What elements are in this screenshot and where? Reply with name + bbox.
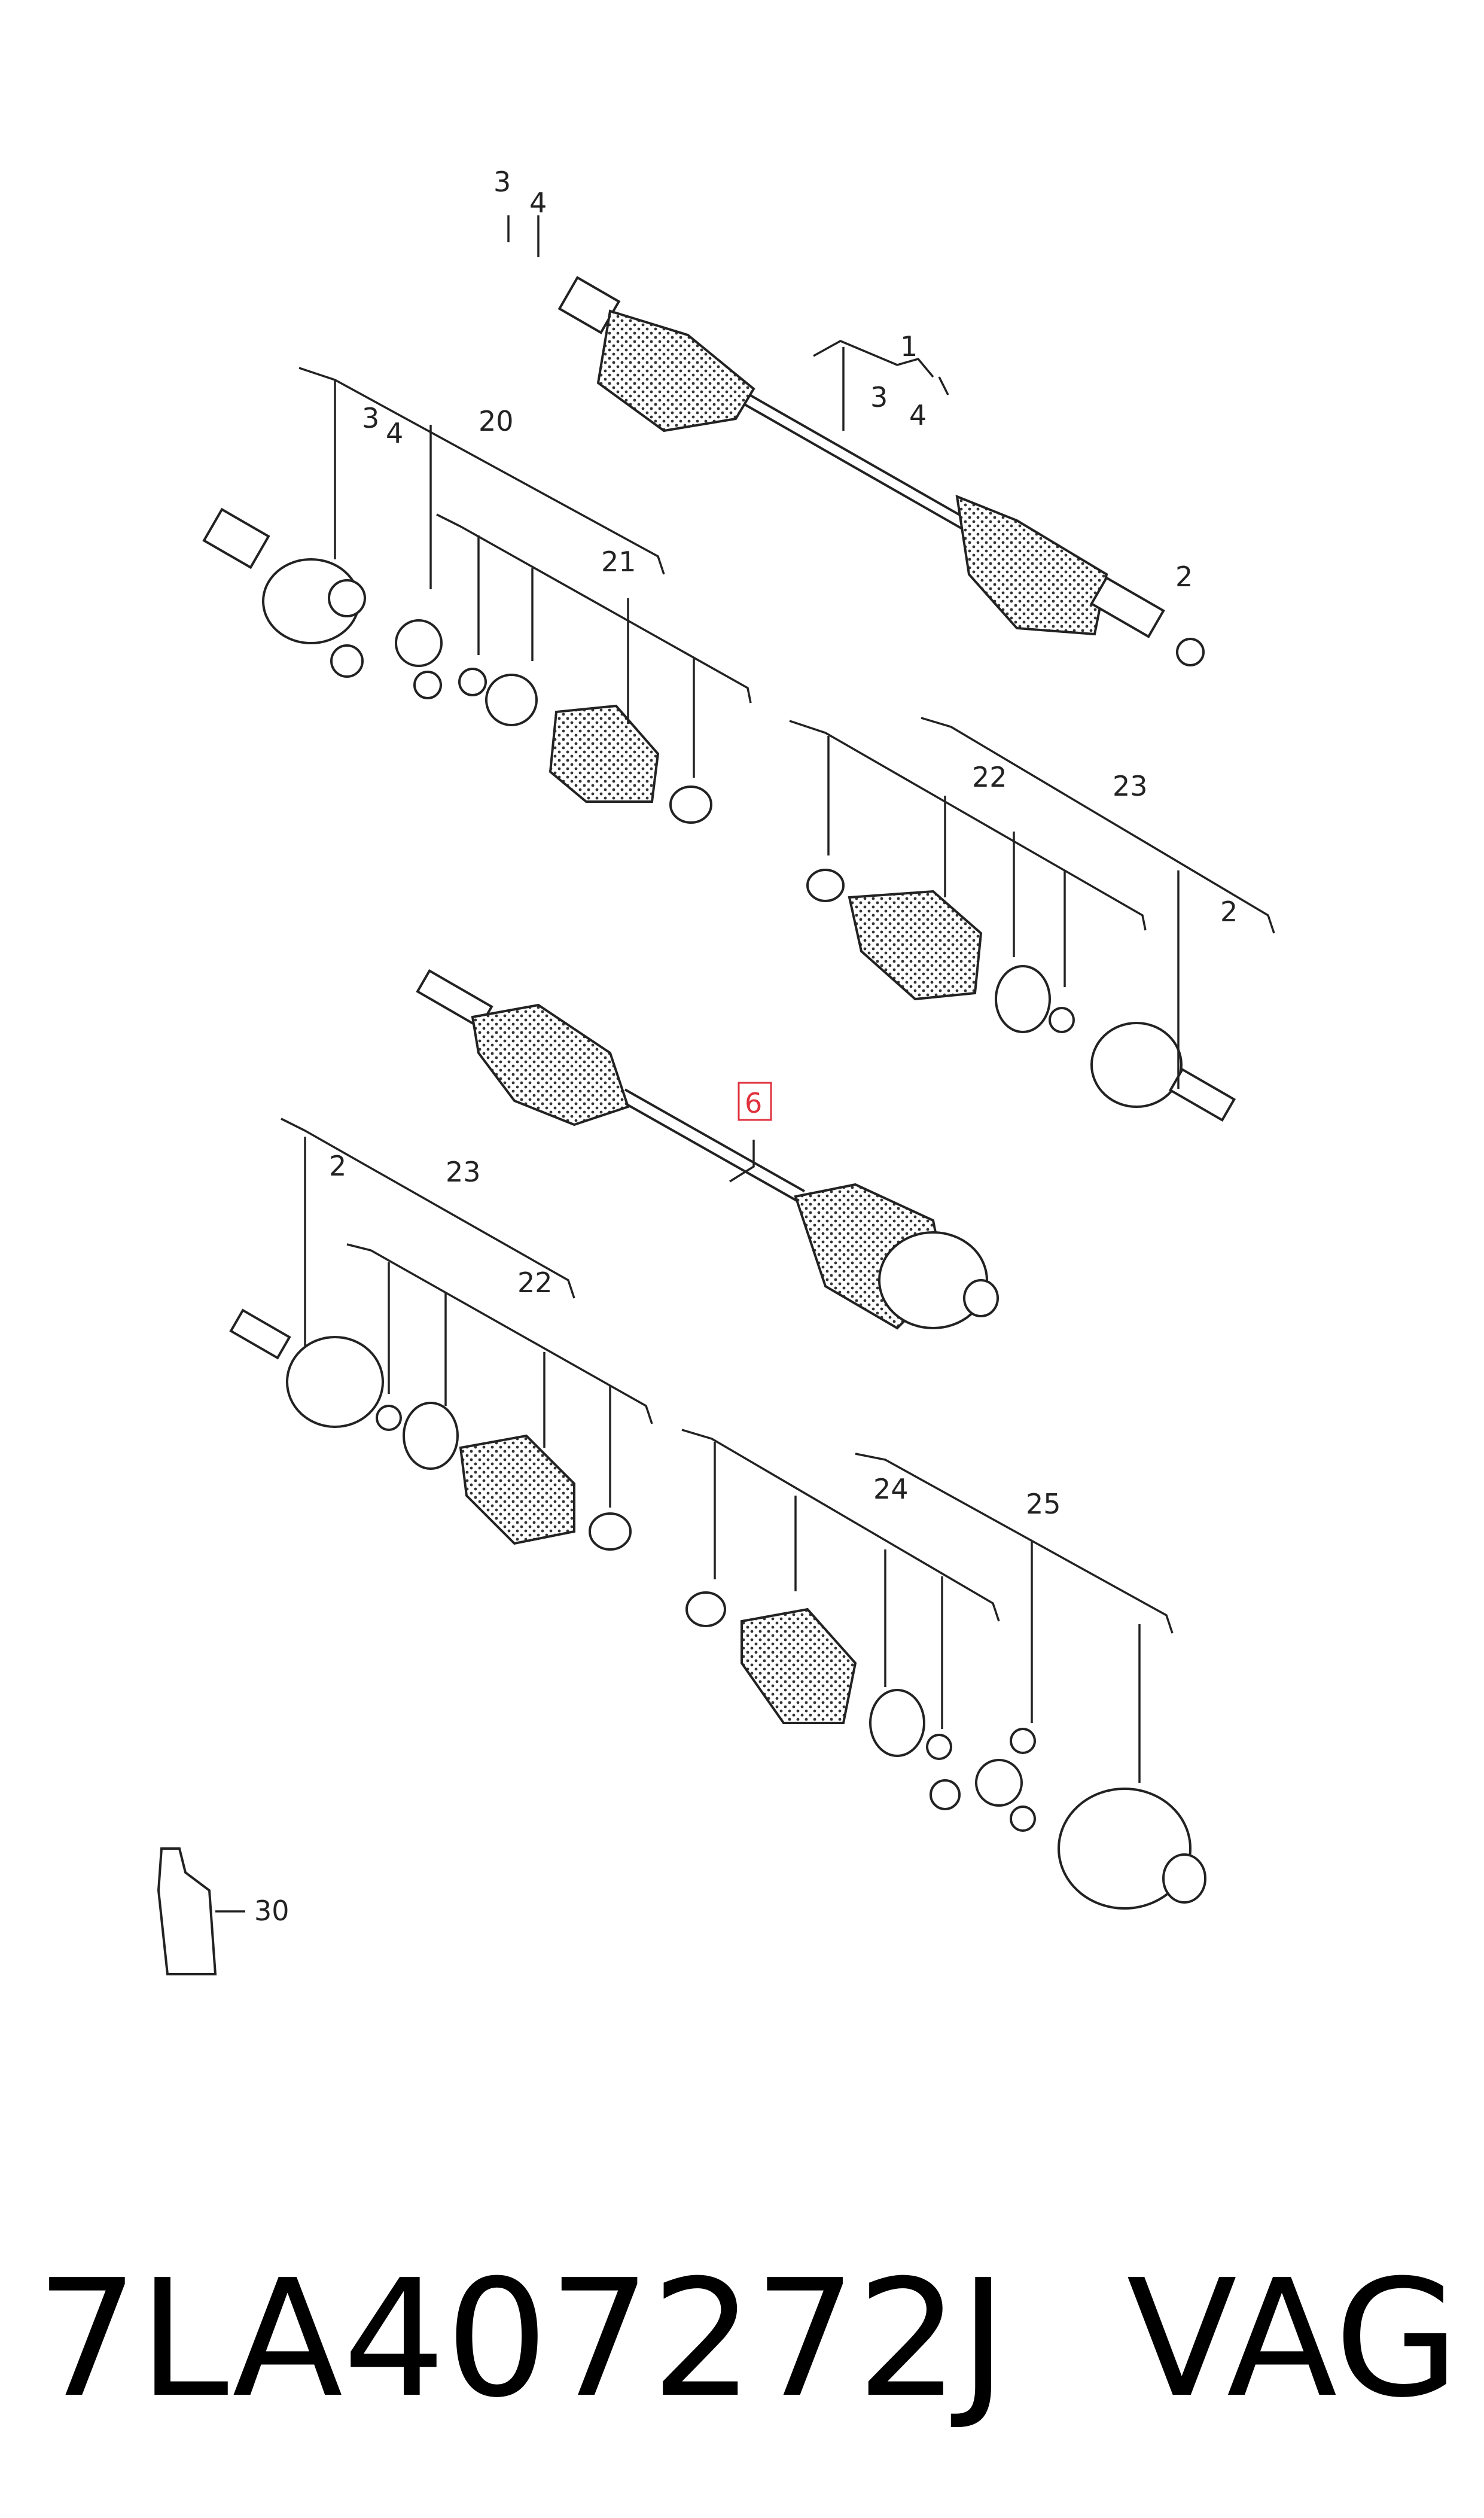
inner-joint-exploded-lower: [685, 1591, 1206, 1910]
callout-3: 3: [493, 166, 511, 198]
callout-23: 23: [1113, 770, 1148, 802]
callout-4: 4: [386, 417, 403, 449]
footer: 7LA407272J VAG: [36, 2249, 1459, 2429]
grease-tube: [157, 1847, 245, 1975]
outer-joint-exploded-lower: [229, 1308, 632, 1551]
callout-1: 1: [900, 330, 918, 363]
callout-3: 3: [870, 381, 888, 413]
callout-23: 23: [446, 1156, 481, 1188]
callout-22: 22: [517, 1266, 553, 1299]
part-number: 7LA407272J: [36, 2245, 1007, 2433]
inner-joint-exploded-upper: [202, 507, 712, 824]
callout-20: 20: [479, 405, 514, 437]
highlight-box-6: [738, 1082, 772, 1121]
callout-30: 30: [254, 1895, 290, 1927]
callout-labels: 3 4 1 3 4 2 3 4 20 21 22 23 2 6 2 23 22 …: [254, 166, 1238, 1927]
callout-24: 24: [873, 1473, 909, 1505]
drive-shaft-assembly-1: [557, 276, 1205, 666]
leader-lines: [281, 215, 1275, 1783]
callout-2: 2: [1220, 896, 1238, 928]
callout-2: 2: [329, 1150, 346, 1182]
drive-shaft-assembly-6: [416, 969, 999, 1330]
callout-25: 25: [1026, 1488, 1061, 1520]
callout-4: 4: [909, 399, 927, 431]
callout-2: 2: [1175, 561, 1193, 593]
callout-3: 3: [362, 402, 379, 434]
outer-joint-exploded-upper: [806, 869, 1236, 1122]
callout-4: 4: [529, 187, 547, 219]
callout-6: 6: [745, 1087, 762, 1119]
brand-name: VAG: [1126, 2245, 1459, 2433]
callout-21: 21: [601, 546, 636, 578]
callout-22: 22: [972, 761, 1007, 793]
